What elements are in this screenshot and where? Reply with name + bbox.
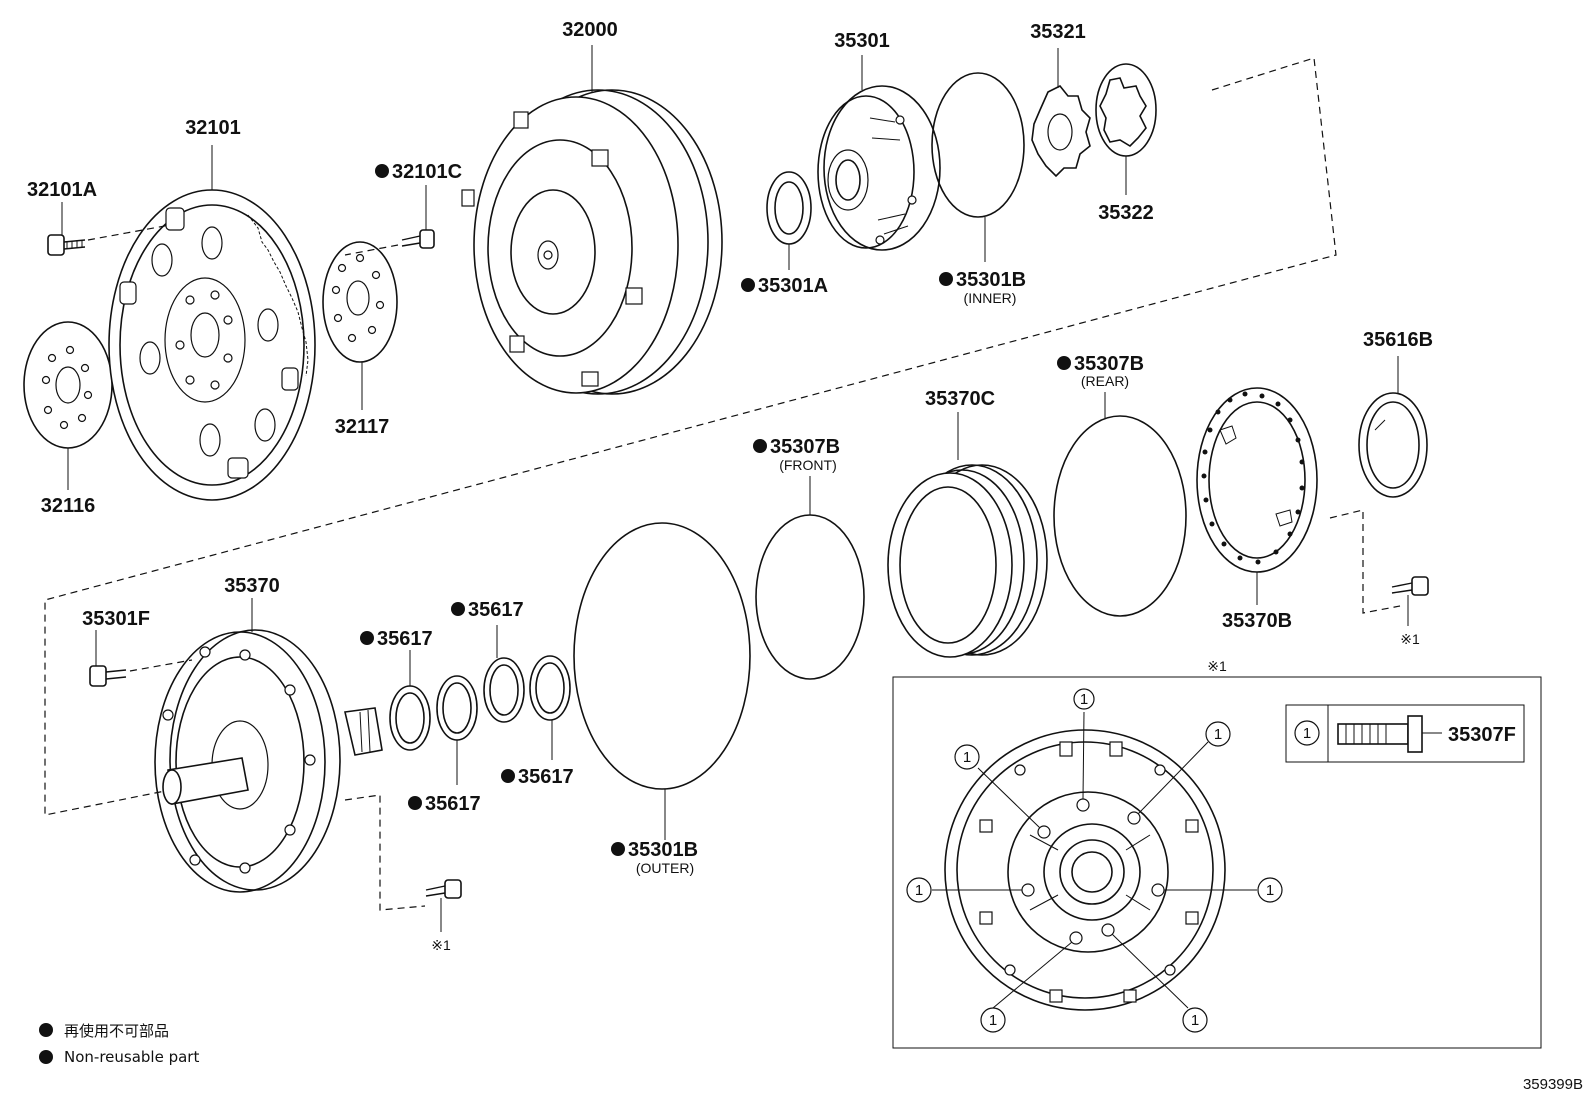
- label-35307F: 35307F: [1448, 724, 1516, 746]
- label-32000: 32000: [562, 19, 618, 41]
- label-35370C: 35370C: [925, 388, 995, 410]
- part-bolt-ref1-lower: [425, 879, 462, 932]
- legend-text-en: Non-reusable part: [64, 1048, 199, 1066]
- part-35301B-inner-oring: [931, 72, 1025, 262]
- part-35307B-front-oring: [755, 476, 865, 680]
- legend-marker-jp: [39, 1023, 53, 1037]
- part-35616B-snap-ring: [1358, 356, 1428, 498]
- callout-num-key: 1: [1303, 725, 1311, 742]
- part-32101C-bolt: [344, 185, 435, 256]
- label-outer-note: (OUTER): [636, 860, 694, 876]
- assembly-boundary-lower-bolt: [344, 794, 426, 911]
- callout-num-1b: 1: [963, 749, 971, 766]
- label-front-note: (FRONT): [779, 457, 837, 473]
- label-32116: 32116: [41, 495, 96, 517]
- part-32101A-bolt: [47, 202, 171, 256]
- legend: 再使用不可部品 Non-reusable part: [39, 1022, 199, 1066]
- label-35617-d: 35617: [518, 766, 574, 788]
- nonreusable-marker: [753, 439, 767, 453]
- part-35307B-rear-oring: [1053, 392, 1187, 617]
- nonreusable-marker: [375, 164, 389, 178]
- callout-num-1e: 1: [1266, 882, 1274, 899]
- label-35307B-front: 35307B: [770, 436, 840, 458]
- label-35617-a: 35617: [377, 628, 433, 650]
- part-35370B-plate: [1196, 387, 1318, 605]
- part-bolt-ref1-right: [1391, 576, 1429, 626]
- legend-text-jp: 再使用不可部品: [64, 1022, 169, 1040]
- label-35616B: 35616B: [1363, 329, 1433, 351]
- ref-mark-inset: ※1: [1207, 658, 1227, 674]
- part-35370-oil-pump-assy: [154, 598, 383, 893]
- callout-num-1f: 1: [989, 1012, 997, 1029]
- part-32117-plate: [322, 241, 398, 410]
- label-inner-note: (INNER): [964, 290, 1017, 306]
- label-32117: 32117: [335, 416, 390, 438]
- label-35370: 35370: [224, 575, 280, 597]
- ref-mark-right: ※1: [1400, 631, 1420, 647]
- nonreusable-marker: [408, 796, 422, 810]
- part-35301-pump-body: [817, 55, 941, 251]
- assembly-boundary-upper: [44, 57, 1337, 816]
- part-32101-drive-plate: [108, 145, 316, 501]
- part-35321-drive-gear: [1031, 48, 1091, 178]
- part-35617-seal-rings: [389, 625, 571, 785]
- label-rear-note: (REAR): [1081, 373, 1129, 389]
- ref-mark-lower: ※1: [431, 937, 451, 953]
- diagram-code: 359399B: [1523, 1076, 1583, 1093]
- part-35301F-bolt: [89, 630, 193, 687]
- label-35322: 35322: [1098, 202, 1154, 224]
- nonreusable-marker: [501, 769, 515, 783]
- nonreusable-marker: [611, 842, 625, 856]
- label-32101: 32101: [185, 117, 241, 139]
- label-35301A: 35301A: [758, 275, 828, 297]
- label-35617-c: 35617: [425, 793, 481, 815]
- label-32101A: 32101A: [27, 179, 97, 201]
- label-35321: 35321: [1030, 21, 1086, 43]
- part-35301B-outer-oring: [573, 522, 751, 840]
- legend-marker-en: [39, 1050, 53, 1064]
- part-35370C-stator-support: [887, 412, 1048, 658]
- nonreusable-marker: [939, 272, 953, 286]
- label-32101C: 32101C: [392, 161, 462, 183]
- label-35301F: 35301F: [82, 608, 150, 630]
- callout-num-1a: 1: [1080, 691, 1088, 708]
- part-labels: 32000 32101 32101A 32101C 32116 32117 35…: [27, 19, 1516, 953]
- nonreusable-marker: [741, 278, 755, 292]
- label-35301: 35301: [834, 30, 890, 52]
- part-32000-torque-converter: [461, 45, 723, 395]
- label-35617-b: 35617: [468, 599, 524, 621]
- callout-num-1c: 1: [1214, 726, 1222, 743]
- callout-num-1g: 1: [1191, 1012, 1199, 1029]
- callout-num-1d: 1: [915, 882, 923, 899]
- part-35322-driven-gear: [1095, 63, 1157, 195]
- assembly-boundary-right-bolt: [1329, 509, 1401, 614]
- label-35370B: 35370B: [1222, 610, 1292, 632]
- part-32116-plate: [23, 321, 113, 490]
- nonreusable-marker: [360, 631, 374, 645]
- nonreusable-marker: [1057, 356, 1071, 370]
- label-35301B-outer: 35301B: [628, 839, 698, 861]
- label-35301B-inner: 35301B: [956, 269, 1026, 291]
- inset-detail-box: 1 1 1 1 1 1 1 1: [892, 676, 1542, 1049]
- label-35307B-rear: 35307B: [1074, 353, 1144, 375]
- nonreusable-marker: [451, 602, 465, 616]
- part-35301A-oil-seal: [766, 171, 812, 270]
